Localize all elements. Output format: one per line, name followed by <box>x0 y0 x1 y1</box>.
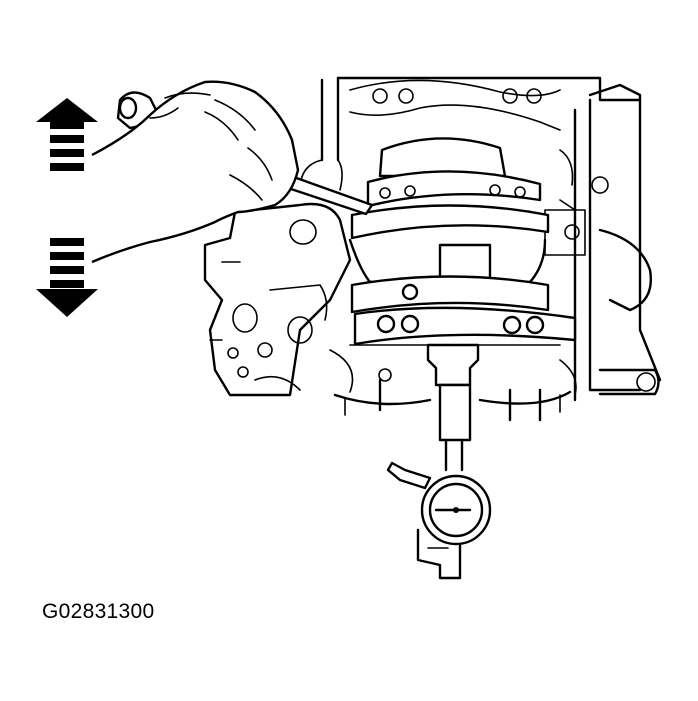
block-left-flange <box>203 202 352 397</box>
dial-indicator <box>386 343 492 580</box>
block-lower-rail <box>329 349 577 422</box>
figure-id: G02831300 <box>42 600 155 623</box>
arrow-up-icon <box>36 98 98 171</box>
crankshaft-lower-counterweight <box>349 306 577 346</box>
hand-with-lever <box>91 80 374 264</box>
arrow-down-icon <box>36 238 98 317</box>
crankshaft-upper-counterweight <box>350 137 550 240</box>
crankshaft-web <box>348 238 550 314</box>
cylinder-block <box>299 76 662 402</box>
